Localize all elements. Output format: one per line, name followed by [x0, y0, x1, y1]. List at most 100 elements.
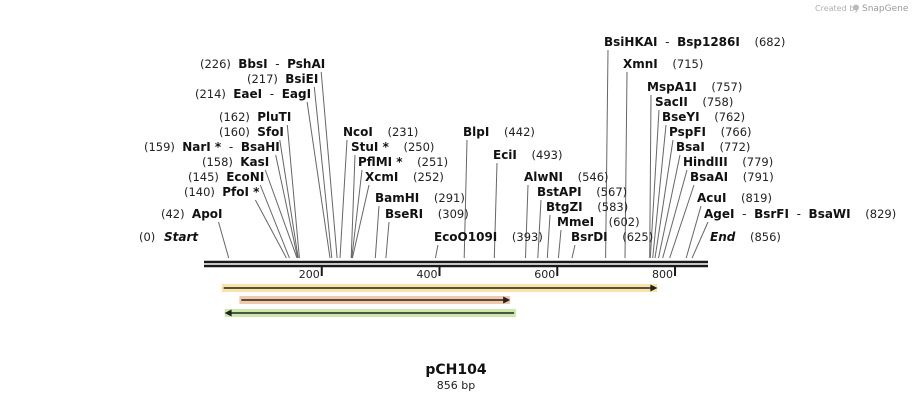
svg-text:XmnI (715): XmnI (715): [623, 57, 703, 71]
enzyme-name: MmeI: [557, 215, 594, 229]
feature-arrows: [221, 284, 658, 317]
svg-text:(158) KasI: (158) KasI: [202, 155, 269, 169]
site-position: (291): [419, 191, 465, 205]
site-position: (819): [726, 191, 772, 205]
site-separator: -: [789, 207, 809, 221]
site-blpi: BlpI (442): [463, 125, 535, 139]
site-xmni: XmnI (715): [623, 57, 703, 71]
svg-text:EcoO109I (393): EcoO109I (393): [434, 230, 543, 244]
site-position: (715): [658, 57, 704, 71]
site-labels: (42) ApoI(140) PfoI *(145) EcoNI(158) Ka…: [144, 35, 896, 244]
enzyme-name: BbsI: [238, 57, 267, 71]
ruler-tick-label: 800: [652, 268, 673, 281]
site-leader-line: [374, 205, 380, 259]
site-leader-line: [546, 214, 551, 259]
svg-text:BsrDI (625): BsrDI (625): [571, 230, 653, 244]
snapgene-logo-icon: [853, 4, 859, 11]
site-bamhi: BamHI (291): [375, 191, 465, 205]
site-leader-line: [537, 199, 542, 259]
site-leader-line: [624, 71, 628, 259]
svg-text:EciI (493): EciI (493): [493, 148, 562, 162]
site-btgzi: BtgZI (583): [546, 200, 628, 214]
enzyme-name: XmnI: [623, 57, 658, 71]
ruler-tick-label: 200: [299, 268, 320, 281]
site-position: (160): [219, 125, 257, 139]
svg-text:StuI * (250): StuI * (250): [351, 140, 434, 154]
enzyme-name: EciI: [493, 148, 517, 162]
site-alwni: AlwNI (546): [524, 170, 609, 184]
enzyme-name: BamHI: [375, 191, 419, 205]
site-leader-line: [652, 124, 667, 259]
enzyme-name: ApoI: [192, 207, 223, 221]
site-pfoi: (140) PfoI *: [184, 185, 260, 199]
site-leader-line: [275, 154, 299, 259]
site-bsiei: (217) BsiEI: [247, 72, 318, 86]
site-econi: (145) EcoNI: [188, 170, 264, 184]
site-position: (159): [144, 140, 182, 154]
site-leader-line: [649, 94, 652, 259]
site-separator: -: [658, 35, 678, 49]
site-leader-line: [434, 244, 439, 259]
svg-text:AgeI - BsrFI - BsaWI (8: AgeI - BsrFI - BsaWI (829): [704, 207, 896, 221]
site-separator: -: [268, 57, 288, 71]
site-leader-line: [259, 184, 290, 259]
plasmid-length: 856 bp: [437, 379, 475, 392]
site-bsaai: BsaAI (791): [690, 170, 774, 184]
site-pluti: (162) PluTI: [219, 110, 291, 124]
svg-text:BtgZI (583): BtgZI (583): [546, 200, 628, 214]
site-position: (757): [697, 80, 743, 94]
site-leaders: [218, 49, 709, 259]
site-bsrdi: BsrDI (625): [571, 230, 653, 244]
site-leader-line: [662, 169, 688, 259]
site-position: (602): [594, 215, 640, 229]
site-leader-line: [654, 139, 674, 259]
site-position: (829): [851, 207, 897, 221]
start-position: (0): [139, 230, 155, 244]
enzyme-name: BseYI: [662, 110, 700, 124]
site-position: (546): [563, 170, 609, 184]
site-mspa1i: MspA1I (757): [647, 80, 742, 94]
enzyme-name: EagI: [282, 87, 311, 101]
site-leader-line: [286, 124, 300, 259]
site-position: (214): [195, 87, 233, 101]
svg-text:BstAPI (567): BstAPI (567): [537, 185, 627, 199]
site-separator: -: [262, 87, 282, 101]
enzyme-name: BsaWI: [809, 207, 851, 221]
site-position: (493): [517, 148, 563, 162]
site-leader-line: [685, 205, 702, 259]
site-position: (251): [403, 155, 449, 169]
site-bstapi: BstAPI (567): [537, 185, 627, 199]
end-position: (856): [750, 230, 781, 244]
enzyme-name: AlwNI: [524, 170, 563, 184]
enzyme-name: EaeI: [233, 87, 262, 101]
site-hindiii: HindIII (779): [683, 155, 773, 169]
feature-arrowhead: [650, 284, 658, 292]
enzyme-name: BsrFI: [754, 207, 789, 221]
site-ecoo109i: EcoO109I (393): [434, 230, 543, 244]
site-leader-line: [557, 229, 562, 259]
site-acui: AcuI (819): [697, 191, 772, 205]
site-sfoi: (160) SfoI: [219, 125, 284, 139]
feature-arrow: [224, 309, 517, 317]
enzyme-name: AcuI: [697, 191, 726, 205]
plasmid-name: pCH104: [425, 362, 486, 378]
credit-text: Created by: [815, 4, 859, 13]
enzyme-name: MspA1I: [647, 80, 697, 94]
enzyme-name: EcoO109I: [434, 230, 497, 244]
sequence-ends: (0) Start End (856): [139, 230, 781, 244]
enzyme-name: KasI: [240, 155, 269, 169]
site-position: (772): [705, 140, 751, 154]
site-position: (779): [728, 155, 774, 169]
site-position: (583): [583, 200, 629, 214]
enzyme-name: BsiEI: [285, 72, 318, 86]
site-leader-line: [350, 154, 356, 259]
enzyme-name: BseRI: [385, 207, 423, 221]
svg-text:MmeI (602): MmeI (602): [557, 215, 640, 229]
enzyme-name: AgeI: [704, 207, 734, 221]
site-leader-line: [264, 169, 298, 259]
svg-text:BsaAI (791): BsaAI (791): [690, 170, 774, 184]
site-position: (309): [423, 207, 469, 221]
site-eaei: (214) EaeI - EagI: [195, 87, 311, 101]
svg-text:BseRI (309): BseRI (309): [385, 207, 469, 221]
